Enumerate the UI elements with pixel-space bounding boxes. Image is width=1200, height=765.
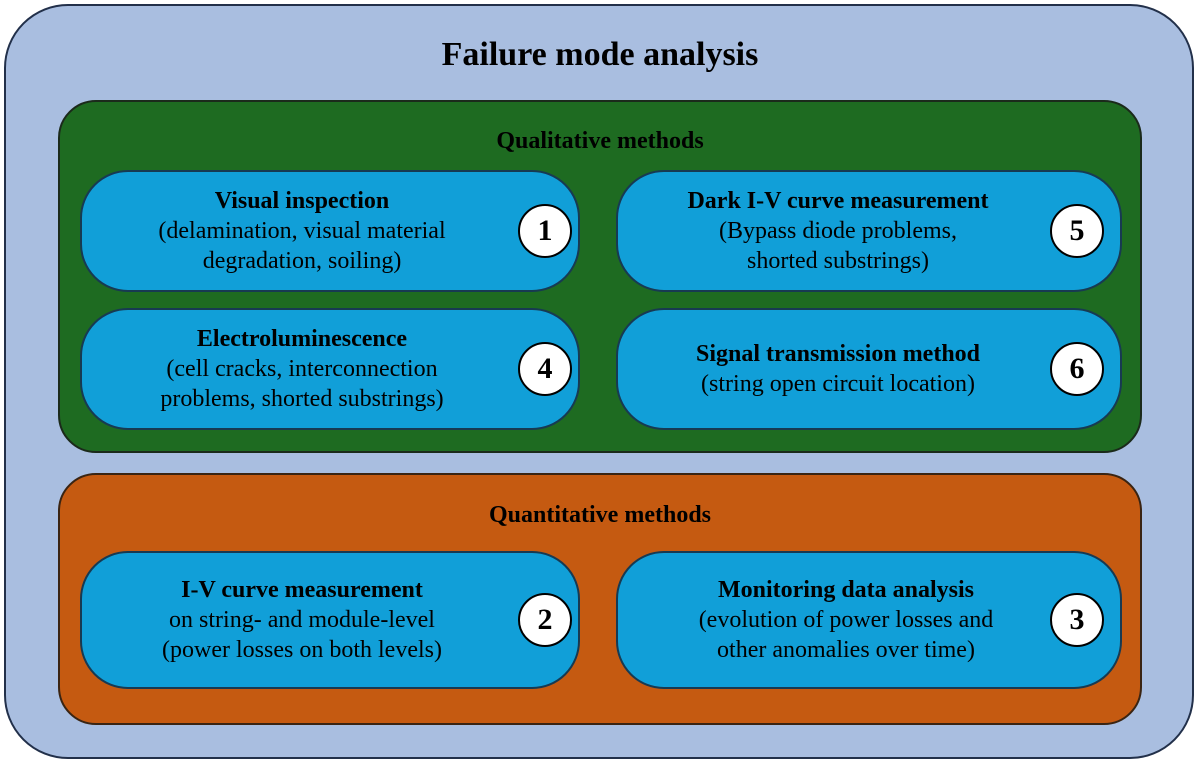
card-iv-curve-measurement: I-V curve measurement on string- and mod… xyxy=(80,551,580,689)
card-title: Visual inspection xyxy=(214,188,390,214)
number-badge-5: 5 xyxy=(1050,204,1104,258)
card-visual-inspection: Visual inspection (delamination, visual … xyxy=(80,170,580,292)
card-line: (evolution of power losses and xyxy=(698,607,994,633)
number-badge-4: 4 xyxy=(518,342,572,396)
card-line: (Bypass diode problems, xyxy=(719,218,957,244)
card-text: Electroluminescence (cell cracks, interc… xyxy=(82,324,522,414)
card-line: (string open circuit location) xyxy=(701,371,975,397)
number-badge-3: 3 xyxy=(1050,593,1104,647)
quantitative-methods-title: Quantitative methods xyxy=(489,502,711,528)
card-signal-transmission: Signal transmission method (string open … xyxy=(616,308,1122,430)
card-text: Monitoring data analysis (evolution of p… xyxy=(626,575,1066,665)
qualitative-methods-title: Qualitative methods xyxy=(496,128,704,154)
card-title: Dark I-V curve measurement xyxy=(687,188,989,214)
card-line: shorted substrings) xyxy=(747,248,929,274)
card-text: Visual inspection (delamination, visual … xyxy=(82,186,522,276)
card-text: Dark I-V curve measurement (Bypass diode… xyxy=(618,186,1058,276)
quantitative-methods-section: Quantitative methods I-V curve measureme… xyxy=(58,473,1142,725)
card-title: Electroluminescence xyxy=(196,326,408,352)
card-text: I-V curve measurement on string- and mod… xyxy=(82,575,522,665)
number-badge-6: 6 xyxy=(1050,342,1104,396)
card-line: (delamination, visual material xyxy=(158,218,446,244)
card-line: problems, shorted substrings) xyxy=(160,386,444,412)
card-electroluminescence: Electroluminescence (cell cracks, interc… xyxy=(80,308,580,430)
card-title: Monitoring data analysis xyxy=(717,577,975,603)
card-line: other anomalies over time) xyxy=(717,637,975,663)
number-badge-1: 1 xyxy=(518,204,572,258)
card-line: on string- and module-level xyxy=(169,607,435,633)
qualitative-methods-section: Qualitative methods Visual inspection (d… xyxy=(58,100,1142,453)
card-line: degradation, soiling) xyxy=(202,248,402,274)
card-monitoring-data-analysis: Monitoring data analysis (evolution of p… xyxy=(616,551,1122,689)
card-line: (power losses on both levels) xyxy=(162,637,442,663)
number-badge-2: 2 xyxy=(518,593,572,647)
card-text: Signal transmission method (string open … xyxy=(618,339,1058,399)
card-title: I-V curve measurement xyxy=(181,577,423,603)
card-line: (cell cracks, interconnection xyxy=(166,356,438,382)
card-title: Signal transmission method xyxy=(695,341,981,367)
card-dark-iv-curve: Dark I-V curve measurement (Bypass diode… xyxy=(616,170,1122,292)
diagram-title: Failure mode analysis xyxy=(441,36,759,73)
